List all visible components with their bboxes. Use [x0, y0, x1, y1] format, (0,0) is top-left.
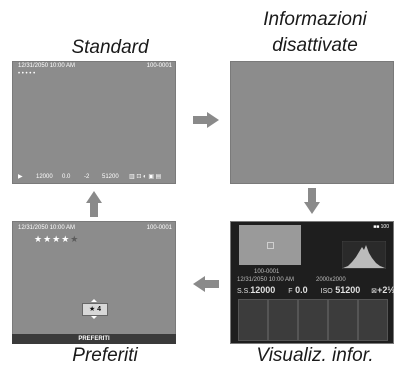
caption-info-off-line2: disattivate	[272, 35, 358, 56]
favorites-frame: 100-0001	[146, 225, 172, 231]
caption-favorites: Preferiti	[72, 345, 138, 366]
rating-up-icon[interactable]	[91, 299, 97, 302]
settings-cell	[328, 299, 358, 341]
exposure-line: S.S.12000 F 0.0 ISO 51200 ⊠+2⅓	[237, 285, 394, 297]
favorites-bottom-label: PREFERITI	[78, 336, 110, 342]
histogram	[342, 241, 386, 269]
iso-value: 51200	[335, 285, 361, 295]
standard-rating-dots: • • • • •	[18, 71, 36, 77]
standard-play-icon: ▶	[18, 174, 23, 180]
settings-cell	[358, 299, 388, 341]
battery-indicator: ■■ 100	[373, 224, 389, 230]
caption-info-display: Visualiz. infor.	[256, 345, 374, 366]
favorites-screen: 12/31/2050 10:00 AM 100-0001 ★★★★★ ★ 4 P…	[12, 221, 176, 344]
favorites-stars-filled: ★★★★	[34, 234, 71, 244]
info-frame: 100-0001	[254, 269, 280, 275]
shutter-prefix: S.S.	[237, 288, 251, 295]
info-size: 2000x2000	[316, 277, 346, 283]
rating-selector[interactable]: ★ 4	[82, 299, 108, 319]
focus-square-icon	[267, 242, 274, 249]
standard-status-icons: ▥ ⊡ ◐ ▣ ▤	[129, 174, 162, 180]
arrow-down-icon	[304, 188, 320, 214]
ev-icon: ⊠	[371, 288, 378, 295]
standard-ev: -2	[84, 174, 90, 180]
rating-value-box: ★ 4	[82, 303, 108, 316]
arrow-right-icon	[193, 112, 219, 128]
arrow-left-icon	[193, 276, 219, 292]
standard-frame: 100-0001	[146, 63, 172, 69]
standard-screen: 12/31/2050 10:00 AM 100-0001 • • • • • ▶…	[12, 61, 176, 184]
caption-standard: Standard	[71, 37, 149, 58]
favorites-stars: ★★★★★	[34, 234, 79, 244]
standard-aperture: 0.0	[62, 174, 71, 180]
info-display-screen: ■■ 100 100-0001 12/31/2050 10:00 AM 2000…	[230, 221, 394, 344]
thumbnail	[239, 225, 301, 265]
standard-iso: 51200	[102, 174, 119, 180]
settings-cell	[268, 299, 298, 341]
standard-datetime: 12/31/2050 10:00 AM	[18, 63, 76, 69]
settings-cell	[298, 299, 328, 341]
rating-value: ★ 4	[88, 306, 102, 313]
info-off-screen	[230, 61, 394, 184]
shutter-value: 12000	[250, 285, 276, 295]
rating-down-icon[interactable]	[91, 316, 97, 319]
settings-grid	[238, 299, 388, 341]
standard-shutter: 12000	[36, 174, 53, 180]
favorites-stars-empty: ★	[70, 234, 80, 244]
aperture-prefix: F	[288, 288, 293, 295]
info-datetime: 12/31/2050 10:00 AM	[237, 277, 295, 283]
favorites-datetime: 12/31/2050 10:00 AM	[18, 225, 76, 231]
iso-prefix: ISO	[320, 288, 333, 295]
caption-info-off-line1: Informazioni	[263, 9, 367, 30]
favorites-bottom-bar: PREFERITI	[12, 334, 176, 344]
settings-cell	[238, 299, 268, 341]
ev-value: +2⅓	[377, 285, 394, 295]
aperture-value: 0.0	[295, 285, 308, 295]
arrow-up-icon	[86, 191, 102, 217]
